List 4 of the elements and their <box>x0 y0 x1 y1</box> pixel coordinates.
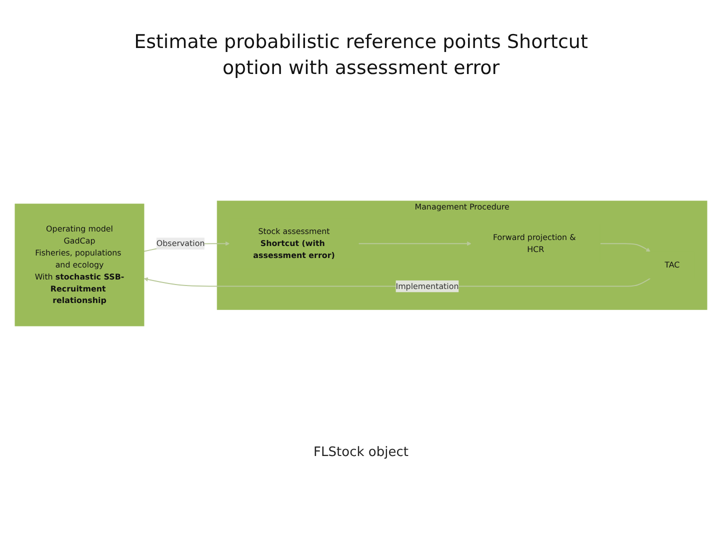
note-text: FLStock object <box>314 445 408 460</box>
diagram-title: Estimate probabilistic reference points Shortcut option with assessment error <box>133 30 589 81</box>
arrow <box>600 242 650 252</box>
arrow <box>358 241 472 246</box>
